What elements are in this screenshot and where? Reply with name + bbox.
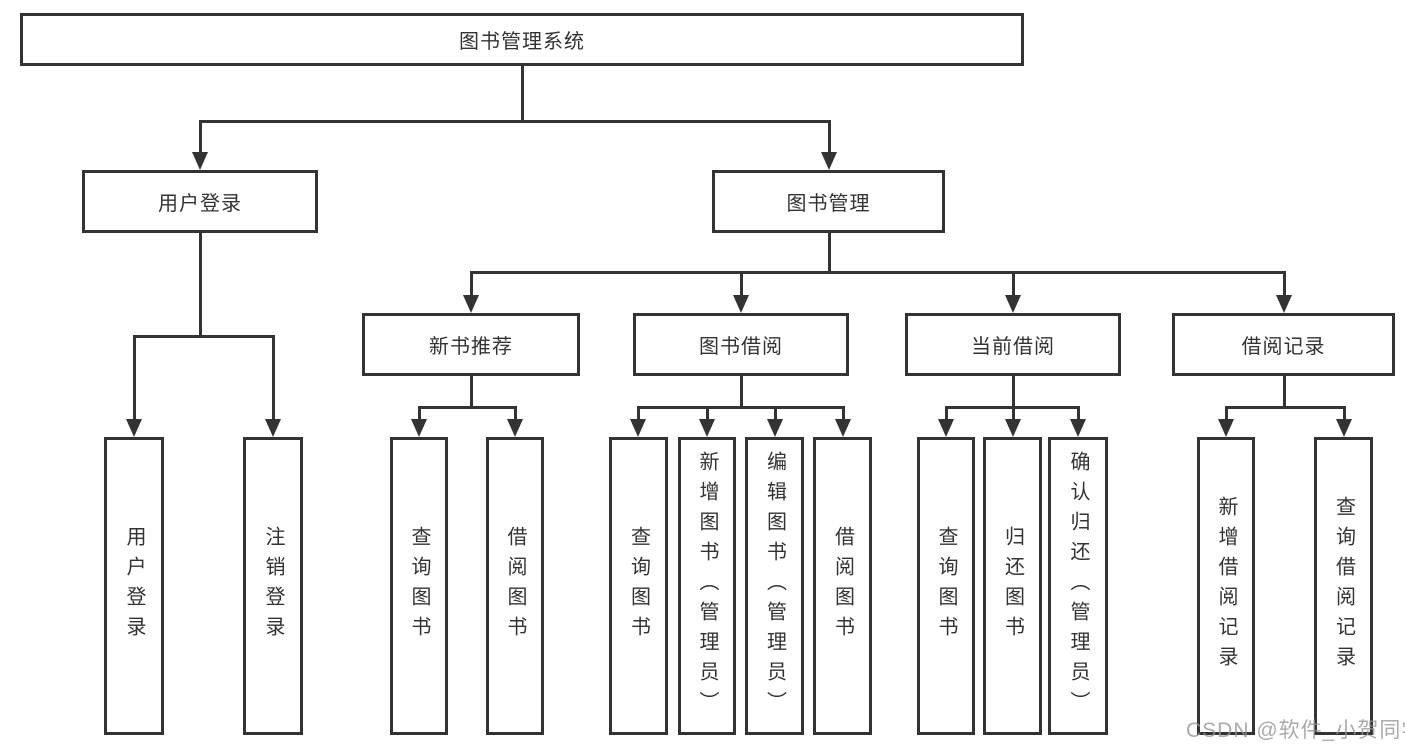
leaf-label: 用户登录 bbox=[123, 526, 145, 646]
leaf-label: 注销登录 bbox=[262, 526, 284, 646]
leaf-label: 归还图书 bbox=[1001, 526, 1024, 646]
arrow-down-icon bbox=[507, 419, 523, 437]
connector-line bbox=[520, 66, 524, 123]
leaf-label: 确认归还（管理员） bbox=[1067, 451, 1089, 721]
leaf-borrowing-add-books-admin: 新增图书（管理员） bbox=[678, 437, 736, 735]
arrow-down-icon bbox=[1336, 419, 1352, 437]
leaf-label: 编辑图书（管理员） bbox=[763, 451, 786, 721]
connector-line bbox=[417, 406, 517, 409]
arrow-down-icon bbox=[1218, 419, 1234, 437]
leaf-label: 查询借阅记录 bbox=[1332, 496, 1355, 676]
connector-line bbox=[1011, 406, 1015, 419]
connector-line bbox=[1224, 406, 1346, 409]
arrow-down-icon bbox=[1005, 419, 1021, 437]
node-label: 图书借阅 bbox=[699, 336, 783, 358]
arrow-down-icon bbox=[463, 295, 479, 313]
leaf-borrowing-borrow-books: 借阅图书 bbox=[813, 437, 872, 735]
connector-line bbox=[1011, 271, 1015, 295]
connector-line bbox=[469, 271, 473, 295]
connector-line bbox=[944, 406, 948, 419]
connector-line bbox=[469, 376, 473, 409]
arrow-down-icon bbox=[835, 419, 851, 437]
connector-line bbox=[636, 406, 640, 419]
connector-line bbox=[513, 406, 517, 419]
leaf-logout: 注销登录 bbox=[243, 437, 303, 735]
connector-line bbox=[773, 406, 777, 419]
watermark: CSDN @软件_小贺同学 bbox=[1186, 719, 1405, 742]
leaf-label: 查询图书 bbox=[935, 526, 957, 646]
connector-line bbox=[198, 120, 202, 152]
connector-line bbox=[132, 335, 275, 338]
arrow-down-icon bbox=[767, 419, 783, 437]
connector-line bbox=[827, 233, 831, 274]
node-current-borrowing: 当前借阅 bbox=[905, 313, 1121, 376]
arrow-down-icon bbox=[1276, 295, 1292, 313]
arrow-down-icon bbox=[821, 152, 837, 170]
connector-line bbox=[198, 233, 202, 338]
arrow-down-icon bbox=[411, 419, 427, 437]
connector-line bbox=[271, 335, 275, 419]
node-label: 新书推荐 bbox=[429, 336, 513, 358]
connector-line bbox=[636, 406, 845, 409]
arrow-down-icon bbox=[1005, 295, 1021, 313]
node-label: 当前借阅 bbox=[971, 336, 1055, 358]
leaf-recommend-borrow-books: 借阅图书 bbox=[486, 437, 544, 735]
arrow-down-icon bbox=[126, 419, 142, 437]
node-label: 用户登录 bbox=[158, 193, 242, 215]
node-user-login: 用户登录 bbox=[82, 170, 318, 233]
connector-line bbox=[705, 406, 709, 419]
connector-line bbox=[417, 406, 421, 419]
node-book-borrowing: 图书借阅 bbox=[633, 313, 849, 376]
node-label: 借阅记录 bbox=[1241, 336, 1326, 358]
leaf-label: 借阅图书 bbox=[504, 526, 526, 646]
arrow-down-icon bbox=[630, 419, 646, 437]
connector-line bbox=[1342, 406, 1346, 419]
arrow-down-icon bbox=[938, 419, 954, 437]
leaf-label: 新增借阅记录 bbox=[1215, 496, 1237, 676]
connector-line bbox=[1282, 376, 1286, 409]
leaf-label: 借阅图书 bbox=[831, 526, 854, 646]
arrow-down-icon bbox=[265, 419, 281, 437]
node-book-management: 图书管理 bbox=[712, 170, 945, 233]
arrow-down-icon bbox=[1070, 419, 1086, 437]
leaf-label: 查询图书 bbox=[627, 526, 650, 646]
connector-line bbox=[739, 376, 743, 409]
connector-line bbox=[827, 120, 831, 152]
leaf-records-add-borrow-record: 新增借阅记录 bbox=[1197, 437, 1255, 735]
connector-line bbox=[1011, 376, 1015, 409]
leaf-current-query-books: 查询图书 bbox=[917, 437, 975, 735]
arrow-down-icon bbox=[699, 419, 715, 437]
connector-line bbox=[1224, 406, 1228, 419]
connector-line bbox=[198, 120, 831, 123]
leaf-records-query-borrow-record: 查询借阅记录 bbox=[1314, 437, 1373, 735]
connector-line bbox=[1076, 406, 1080, 419]
connector-line bbox=[841, 406, 845, 419]
connector-line bbox=[1282, 271, 1286, 295]
leaf-label: 新增图书（管理员） bbox=[696, 451, 718, 721]
arrow-down-icon bbox=[733, 295, 749, 313]
connector-line bbox=[739, 271, 743, 295]
leaf-borrowing-query-books: 查询图书 bbox=[609, 437, 668, 735]
node-label: 图书管理 bbox=[786, 193, 871, 215]
leaf-user-login: 用户登录 bbox=[104, 437, 164, 735]
node-library-management-system: 图书管理系统 bbox=[20, 13, 1024, 66]
leaf-label: 查询图书 bbox=[408, 526, 430, 646]
node-new-book-recommend: 新书推荐 bbox=[362, 313, 580, 376]
leaf-recommend-query-books: 查询图书 bbox=[390, 437, 448, 735]
node-label: 图书管理系统 bbox=[459, 31, 585, 53]
leaf-current-confirm-return-admin: 确认归还（管理员） bbox=[1048, 437, 1108, 735]
connector-line bbox=[132, 335, 136, 419]
arrow-down-icon bbox=[192, 152, 208, 170]
leaf-current-return-books: 归还图书 bbox=[983, 437, 1042, 735]
node-borrowing-records: 借阅记录 bbox=[1172, 313, 1395, 376]
connector-line bbox=[469, 271, 1286, 274]
leaf-borrowing-edit-books-admin: 编辑图书（管理员） bbox=[745, 437, 804, 735]
